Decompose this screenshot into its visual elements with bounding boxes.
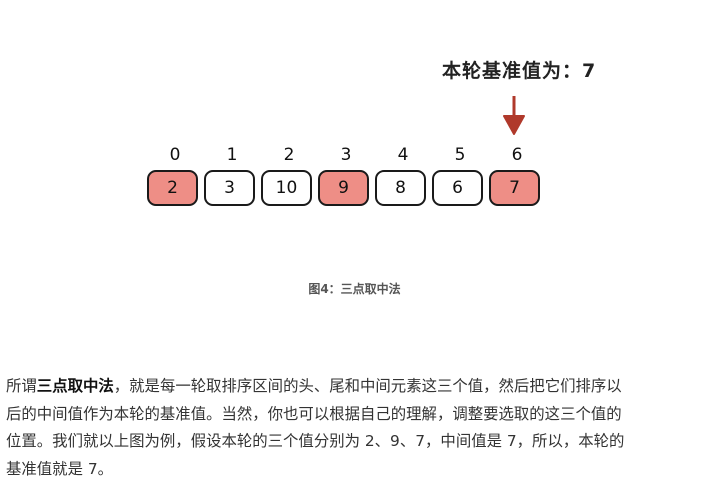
index-label: 0 xyxy=(169,145,181,165)
figure-caption: 图4：三点取中法 xyxy=(308,282,401,296)
arrow-down-icon xyxy=(503,96,525,135)
array-cells: 2 3 10 9 8 6 7 xyxy=(147,170,547,212)
array-cell: 7 xyxy=(489,170,540,206)
array-cell: 6 xyxy=(432,170,483,206)
explanation-paragraph: 所谓三点取中法，就是每一轮取排序区间的头、尾和中间元素这三个值，然后把它们排序以… xyxy=(6,373,692,483)
array-cell: 10 xyxy=(261,170,312,206)
index-label: 3 xyxy=(340,145,352,165)
paragraph-line: 基准值就是 7。 xyxy=(6,459,114,478)
index-label: 2 xyxy=(283,145,295,165)
array-cell: 3 xyxy=(204,170,255,206)
index-label: 4 xyxy=(397,145,409,165)
array-cell: 8 xyxy=(375,170,426,206)
median-of-three-figure: 本轮基准值为：7 0 1 2 3 4 5 6 2 3 10 9 8 6 7 图4… xyxy=(147,60,597,296)
pivot-label: 本轮基准值为：7 xyxy=(442,60,597,82)
bold-term: 三点取中法 xyxy=(36,377,114,395)
index-label: 6 xyxy=(511,145,523,165)
paragraph-line: 位置。我们就以上图为例，假设本轮的三个值分别为 2、9、7，中间值是 7，所以，… xyxy=(6,432,625,450)
paragraph-line: 后的中间值作为本轮的基准值。当然，你也可以根据自己的理解，调整要选取的这三个值的 xyxy=(6,404,622,423)
index-label: 1 xyxy=(226,145,238,165)
index-row: 0 1 2 3 4 5 6 xyxy=(147,145,547,169)
paragraph-text: ，就是每一轮取排序区间的头、尾和中间元素这三个值，然后把它们排序以 xyxy=(113,377,622,395)
paragraph-line: 所谓三点取中法，就是每一轮取排序区间的头、尾和中间元素这三个值，然后把它们排序以 xyxy=(6,373,692,401)
array-cell: 2 xyxy=(147,170,198,206)
paragraph-prefix: 所谓 xyxy=(6,377,37,395)
index-label: 5 xyxy=(454,145,466,165)
array-cell: 9 xyxy=(318,170,369,206)
